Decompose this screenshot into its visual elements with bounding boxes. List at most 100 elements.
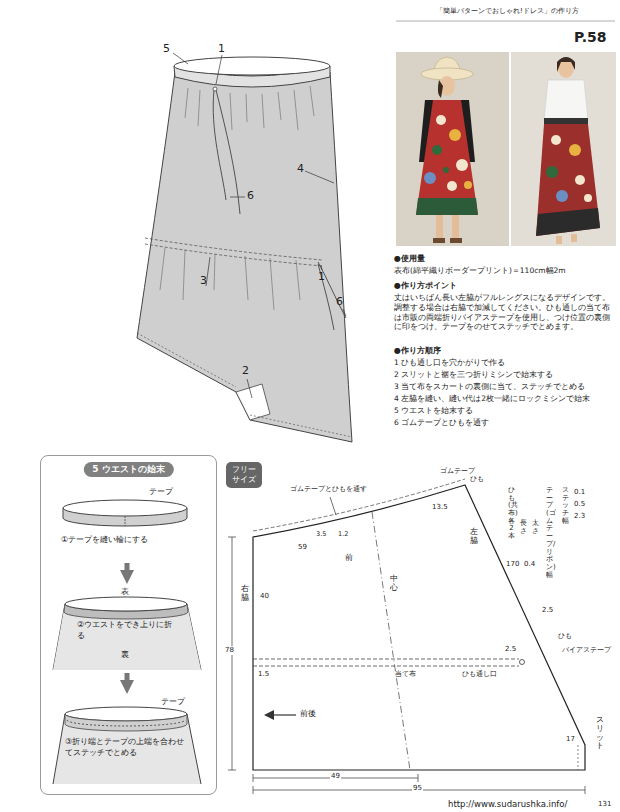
- step-item: 6 ゴムテープとひもを通す: [394, 418, 615, 428]
- step-item: 1 ひも通し口を穴かがりで作る: [394, 358, 615, 368]
- skirt-illustration: [318, 262, 346, 318]
- step-item: 3 当て布をスカートの裏側に当て、ステッチでとめる: [394, 382, 615, 392]
- step-panel: 5 ウエストの始末テープ①テープを縫い輪にする表②ウエストをでき上りに折る裏テー…: [40, 455, 217, 795]
- leader-line: [247, 379, 252, 398]
- skirt-illustration: [230, 93, 232, 130]
- dimension: 59: [298, 543, 307, 552]
- step-illustration: 表②ウエストをでき上りに折る裏: [49, 586, 205, 671]
- dimension: 0.4: [524, 560, 535, 569]
- spec-note: ひも(共布)各2本: [508, 487, 515, 541]
- dimension: 2.5: [542, 606, 553, 615]
- photo-left: [432, 145, 442, 155]
- step-drawing: [63, 508, 187, 526]
- callout-number: 4: [297, 162, 304, 176]
- part-label: ひも通し口: [462, 670, 497, 679]
- step-item: 2 スリットと裾を三つ折りミシンで始末する: [394, 370, 615, 380]
- callout-number: 2: [242, 364, 249, 378]
- photo-right: [558, 58, 574, 78]
- part-label: 裏: [121, 649, 129, 660]
- material-note: 表布(綿平織りボーダープリント)＝110cm幅2m: [394, 266, 566, 276]
- callout-number: 6: [247, 189, 254, 203]
- pattern-note: ひも: [470, 475, 484, 484]
- step-caption: ②ウエストをでき上りに折る: [77, 619, 177, 641]
- dimension: 2.3: [574, 512, 585, 521]
- skirt-illustration: [318, 264, 334, 330]
- spec-note: 太さ: [532, 520, 539, 535]
- callout-number: 1: [218, 42, 225, 56]
- step-caption: ③折り端とテープの上端を合わせてステッチでとめる: [65, 736, 187, 758]
- step-illustration: テープ①テープを縫い輪にする: [49, 486, 205, 561]
- callout-number: 3: [200, 274, 207, 288]
- leader-line: [173, 53, 346, 398]
- photo-left: [464, 181, 472, 189]
- photo-left: [396, 52, 509, 246]
- dimension: 1.5: [258, 670, 269, 679]
- skirt-illustration: [296, 260, 300, 300]
- photo-right: [569, 144, 581, 156]
- page-number: P.58: [574, 28, 607, 46]
- step-drawing: [65, 597, 187, 611]
- leader-line: [343, 309, 346, 316]
- section-heading: ●作り方ポイント: [394, 281, 457, 291]
- skirt-illustration: [245, 256, 248, 300]
- skirt-illustration: [216, 90, 240, 214]
- step-drawing: [63, 500, 187, 508]
- dimension: 13.5: [432, 503, 448, 512]
- photo-right: [536, 124, 600, 236]
- part-label: テープ: [149, 486, 173, 497]
- part-label: ひも: [558, 632, 572, 641]
- step-arrow: [125, 563, 130, 574]
- callout-number: 6: [336, 295, 343, 309]
- step-drawing: [53, 714, 201, 784]
- step-drawing: [53, 714, 201, 784]
- photo-left: [456, 159, 468, 171]
- grain-label: 中心: [390, 575, 398, 593]
- photo-right: [544, 80, 588, 120]
- part-label: バイアステープ: [562, 646, 611, 655]
- photo-right: [571, 234, 577, 242]
- photo-right: [575, 175, 585, 185]
- photo-right: [544, 118, 588, 124]
- dimension: 17: [566, 735, 575, 744]
- skirt-illustration: [213, 87, 217, 91]
- dimension: 170: [506, 560, 519, 569]
- photo-left: [416, 100, 478, 215]
- photo-left: [436, 215, 443, 239]
- spec-note: テープ(ゴムテープ/リボン)幅: [546, 487, 553, 579]
- pattern-piece: [372, 512, 410, 770]
- pattern-piece: [330, 497, 336, 515]
- skirt-illustration: [198, 90, 200, 126]
- dimension: 40: [260, 592, 269, 601]
- skirt-illustration: [270, 258, 274, 310]
- skirt-illustration: [160, 86, 314, 310]
- part-label: 当て布: [395, 670, 416, 679]
- spec-note: 長さ: [520, 520, 527, 535]
- pattern-note: ゴムテープとひもを通す: [290, 485, 367, 494]
- photo-right: [556, 236, 562, 244]
- photo-left: [443, 167, 449, 173]
- skirt-illustration: [185, 88, 188, 118]
- step-drawing: [53, 604, 201, 670]
- page-number: 131: [598, 800, 611, 809]
- leader-line: [216, 55, 222, 84]
- step-item: 4 左脇を縫い、縫い代は2枚一緒にロックミシンで始末: [394, 394, 615, 404]
- skirt-illustration: [214, 254, 215, 290]
- skirt-illustration: [246, 94, 247, 122]
- running-header: 「簡単パターンでおしゃれ!ドレス」の作り方: [436, 7, 579, 16]
- callout-number: 5: [163, 42, 170, 56]
- skirt-illustration: [137, 333, 352, 437]
- pattern-piece: [253, 659, 519, 666]
- panel-heading: 5 ウエストの始末: [83, 462, 173, 477]
- skirt-illustration: [183, 250, 185, 300]
- photo-left: [416, 198, 478, 215]
- step-drawing: [65, 714, 187, 731]
- photo-right: [511, 52, 616, 246]
- photo-left: [424, 172, 436, 184]
- dimension: 3.5: [316, 530, 326, 538]
- step-illustration: テープ③折り端とテープの上端を合わせてステッチでとめる: [49, 696, 205, 786]
- skirt-illustration: [213, 90, 226, 200]
- skirt-illustration: [145, 244, 322, 266]
- pattern-piece: [578, 745, 579, 770]
- dimension: 1.2: [338, 530, 348, 538]
